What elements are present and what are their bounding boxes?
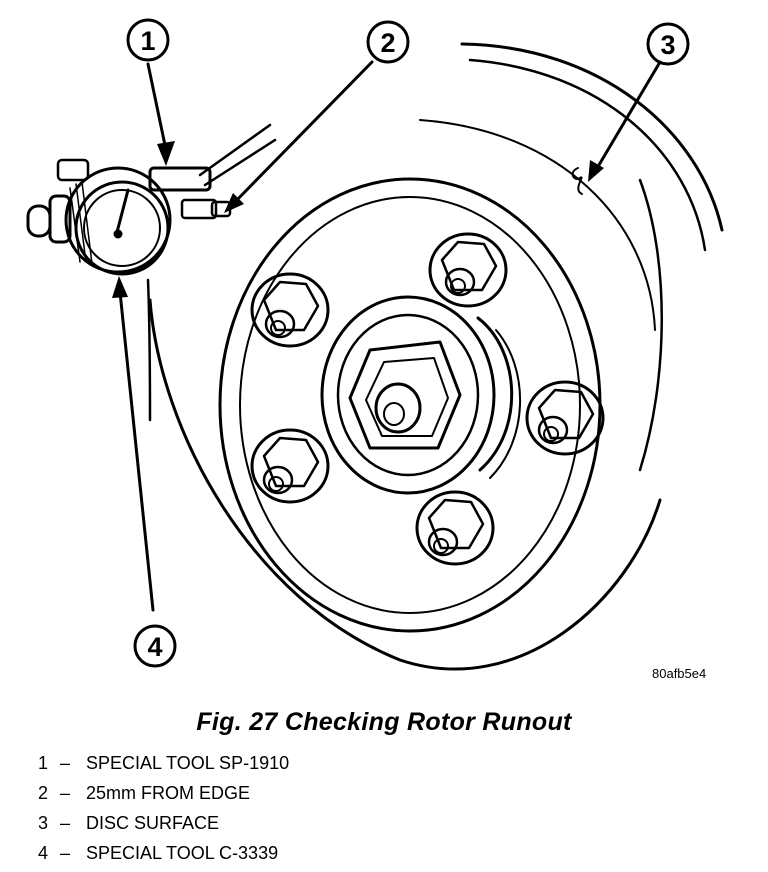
legend-number: 4 <box>38 843 49 863</box>
legend-dash: – <box>60 813 71 833</box>
legend-dash: – <box>60 843 71 863</box>
callout-1: 1 <box>126 18 170 62</box>
legend-item: 1–SPECIAL TOOL SP-1910 <box>38 752 289 782</box>
callout-2: 2 <box>366 20 410 64</box>
arrowhead <box>588 160 604 182</box>
lug-nut <box>428 232 508 308</box>
image-code: 80afb5e4 <box>652 666 707 681</box>
legend-text: SPECIAL TOOL SP-1910 <box>86 753 290 773</box>
legend-item: 4–SPECIAL TOOL C-3339 <box>38 842 289 872</box>
legend-item: 2–25mm FROM EDGE <box>38 782 289 812</box>
legend-dash: – <box>60 753 71 773</box>
hub <box>320 295 521 495</box>
legend-text: SPECIAL TOOL C-3339 <box>86 843 279 863</box>
callout-3: 3 <box>646 22 690 66</box>
callout-3-number: 3 <box>660 30 675 60</box>
legend-text: DISC SURFACE <box>86 813 220 833</box>
legend-list: 1–SPECIAL TOOL SP-1910 2–25mm FROM EDGE … <box>38 752 289 872</box>
disc-surface-marker <box>571 167 583 195</box>
legend-text: 25mm FROM EDGE <box>86 783 251 803</box>
callout-1-number: 1 <box>140 26 155 56</box>
callout-4: 4 <box>133 624 177 668</box>
legend-number: 1 <box>38 753 49 773</box>
dial-indicator <box>26 123 277 422</box>
rotor-runout-illustration: 1 2 3 4 <box>26 18 724 671</box>
legend-item: 3–DISC SURFACE <box>38 812 289 842</box>
leader-lines <box>118 60 662 612</box>
arrowhead <box>112 276 128 298</box>
rotor-disc <box>148 42 724 671</box>
callout-4-number: 4 <box>147 632 162 662</box>
lug-nut <box>250 272 330 348</box>
lug-nut <box>525 380 605 456</box>
figure-caption: Fig. 27 Checking Rotor Runout <box>196 708 572 736</box>
lug-nut <box>250 428 330 504</box>
callout-2-number: 2 <box>380 28 395 58</box>
legend-number: 2 <box>38 783 49 803</box>
legend-number: 3 <box>38 813 49 833</box>
lug-nut <box>415 490 495 566</box>
legend-dash: – <box>60 783 71 803</box>
arrowhead <box>157 141 175 166</box>
arrowhead <box>224 193 244 213</box>
